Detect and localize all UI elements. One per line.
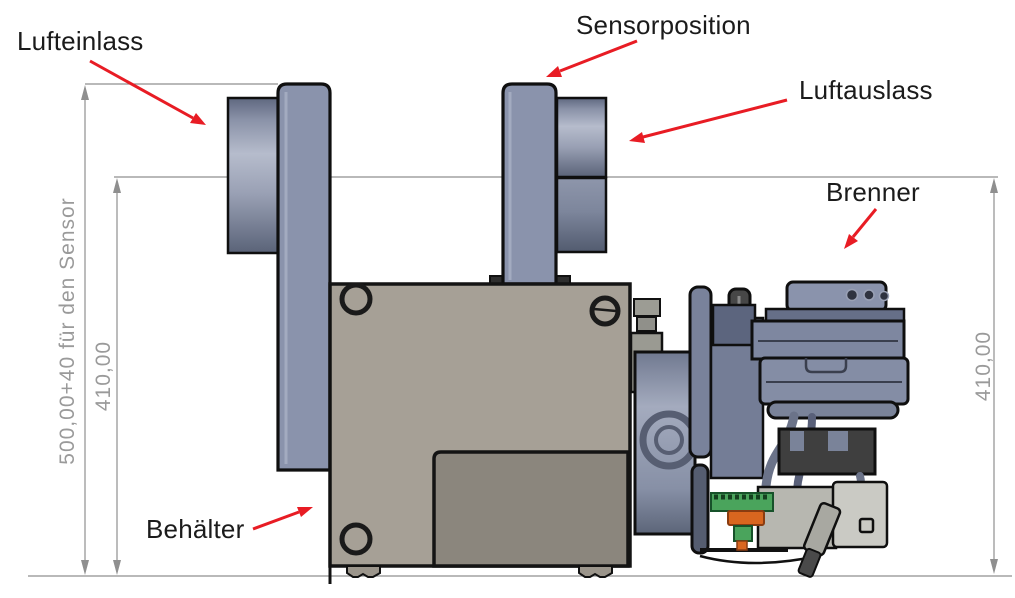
container-foot xyxy=(578,565,613,578)
burner-gear-stack xyxy=(711,303,757,347)
lufteinlass-leader-line xyxy=(89,59,194,120)
container-foot xyxy=(346,565,381,578)
sensor-tower xyxy=(489,82,571,286)
left-tower-column xyxy=(276,82,332,472)
dimension-arrow-icon xyxy=(113,178,121,193)
label-brenner: Brenner xyxy=(826,177,920,207)
burner-assembly xyxy=(699,280,910,578)
flange-plate-tall xyxy=(688,285,713,459)
air-outlet-cylinder-upper xyxy=(555,96,608,179)
terminal-block-orange xyxy=(727,510,765,526)
air-outlet-cylinder-lower xyxy=(555,176,608,254)
dimension-arrow-icon xyxy=(990,559,998,574)
burner-lower-body xyxy=(766,400,900,420)
knurled-knob xyxy=(636,316,657,332)
dimension-arrowheads xyxy=(81,85,998,575)
sensor-tower-column xyxy=(501,82,558,286)
container-housing xyxy=(328,282,632,584)
knurled-knob xyxy=(633,298,661,317)
label-luftauslass: Luftauslass xyxy=(799,75,933,105)
behaelter-leader-line xyxy=(252,510,300,531)
flange-plate-lower xyxy=(690,463,710,555)
luftauslass-arrow-icon xyxy=(629,132,645,143)
lufteinlass-arrow-icon xyxy=(190,113,206,125)
dimension-arrow-icon xyxy=(81,560,89,575)
connector-plug xyxy=(797,547,822,578)
dimension-text-410-right: 410,00 xyxy=(972,330,995,402)
brenner-arrow-icon xyxy=(844,234,858,249)
gray-box-port xyxy=(858,517,875,534)
cap-hole-icon xyxy=(863,289,875,301)
container-inner-panel xyxy=(432,450,630,568)
cable-connector xyxy=(797,501,842,578)
dark-block-notch xyxy=(828,431,848,451)
sensorposition-arrow-icon xyxy=(546,66,562,77)
dimension-text-410-left: 410,00 xyxy=(92,340,115,412)
screw-head-icon xyxy=(339,282,373,316)
dimension-arrow-icon xyxy=(990,178,998,193)
burner-body-notch xyxy=(804,358,848,374)
air-inlet-cylinder xyxy=(226,96,281,255)
label-sensorposition: Sensorposition xyxy=(576,10,751,40)
screw-head-icon xyxy=(339,522,373,556)
air-outlet-assembly xyxy=(555,96,608,254)
terminal-block-orange-small xyxy=(736,540,748,551)
leader-arrows xyxy=(89,39,878,531)
dark-block-notch xyxy=(790,431,804,451)
terminal-block-green-small xyxy=(733,525,753,542)
dimension-arrow-icon xyxy=(113,560,121,575)
screw-slot xyxy=(593,307,617,313)
cap-hole-icon xyxy=(878,290,890,302)
coupling-port-ring-inner xyxy=(654,425,684,455)
air-inlet-assembly xyxy=(226,82,332,472)
sensorposition-leader-line xyxy=(559,39,638,73)
dimension-arrow-icon xyxy=(81,85,89,100)
cap-hole-icon xyxy=(845,288,859,302)
behaelter-arrow-icon xyxy=(297,507,313,517)
burner-gray-box-right xyxy=(831,480,889,549)
label-lufteinlass: Lufteinlass xyxy=(17,26,144,56)
burner-cable xyxy=(699,554,819,565)
dimension-text-total-height: 500,00+40 für den Sensor xyxy=(56,197,79,465)
brenner-leader-line xyxy=(851,208,878,238)
label-behaelter: Behälter xyxy=(146,514,245,544)
luftauslass-leader-line xyxy=(642,98,788,139)
